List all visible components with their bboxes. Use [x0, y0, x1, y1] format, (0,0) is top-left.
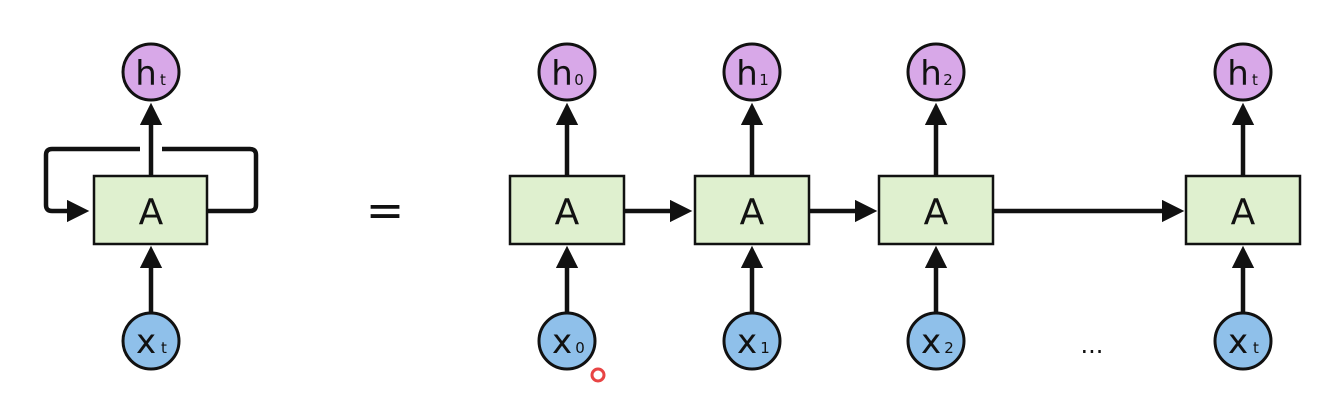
input-node-0	[537, 311, 597, 371]
hidden-subscript-0: 0	[574, 71, 584, 89]
ellipsis: ...	[1081, 331, 1104, 359]
hidden-node-0	[537, 42, 597, 102]
input-subscript-2: 2	[944, 339, 954, 357]
input-label-3: x	[1228, 322, 1248, 362]
hidden-label-2: h	[920, 54, 942, 94]
input-subscript-1: 1	[760, 339, 770, 357]
hidden-node-3	[1213, 42, 1273, 102]
input-subscript-0: 0	[575, 339, 585, 357]
input-subscript-3: t	[1253, 339, 1259, 357]
cell-3	[1184, 174, 1302, 246]
cell-label-1: A	[740, 192, 765, 233]
hidden-subscript-1: 1	[759, 71, 769, 89]
hidden-label-0: h	[551, 54, 573, 94]
hidden-label-3: h	[1227, 54, 1249, 94]
cell-0	[508, 174, 626, 246]
hidden-subscript-2: 2	[943, 71, 953, 89]
input-label-0: x	[552, 322, 572, 362]
rolled-recurrent-loop	[43, 146, 259, 211]
hidden-label-1: h	[736, 54, 758, 94]
cell-label-0: A	[555, 192, 580, 233]
rolled-cell	[92, 174, 209, 246]
rolled-input-label: x	[136, 322, 156, 362]
input-label-1: x	[737, 322, 757, 362]
cell-label-3: A	[1231, 192, 1256, 233]
hidden-node-2	[906, 42, 966, 102]
equals-sign: =	[366, 183, 405, 237]
rolled-rnn: A h t x t	[43, 42, 259, 371]
cell-label-2: A	[924, 192, 949, 233]
input-label-2: x	[921, 322, 941, 362]
rolled-hidden-subscript: t	[160, 71, 166, 89]
rolled-hidden-label: h	[135, 54, 157, 94]
input-node-1	[722, 311, 782, 371]
rolled-input-node	[121, 311, 181, 371]
hidden-subscript-3: t	[1252, 71, 1258, 89]
input-node-2	[906, 311, 966, 371]
input-node-3	[1213, 311, 1273, 371]
rolled-input-subscript: t	[161, 339, 167, 357]
rolled-hidden-node	[121, 42, 181, 102]
cell-1	[693, 174, 811, 246]
mouse-cursor-icon	[590, 367, 606, 383]
rolled-cell-label: A	[139, 192, 164, 233]
cell-2	[877, 174, 995, 246]
hidden-node-1	[722, 42, 782, 102]
